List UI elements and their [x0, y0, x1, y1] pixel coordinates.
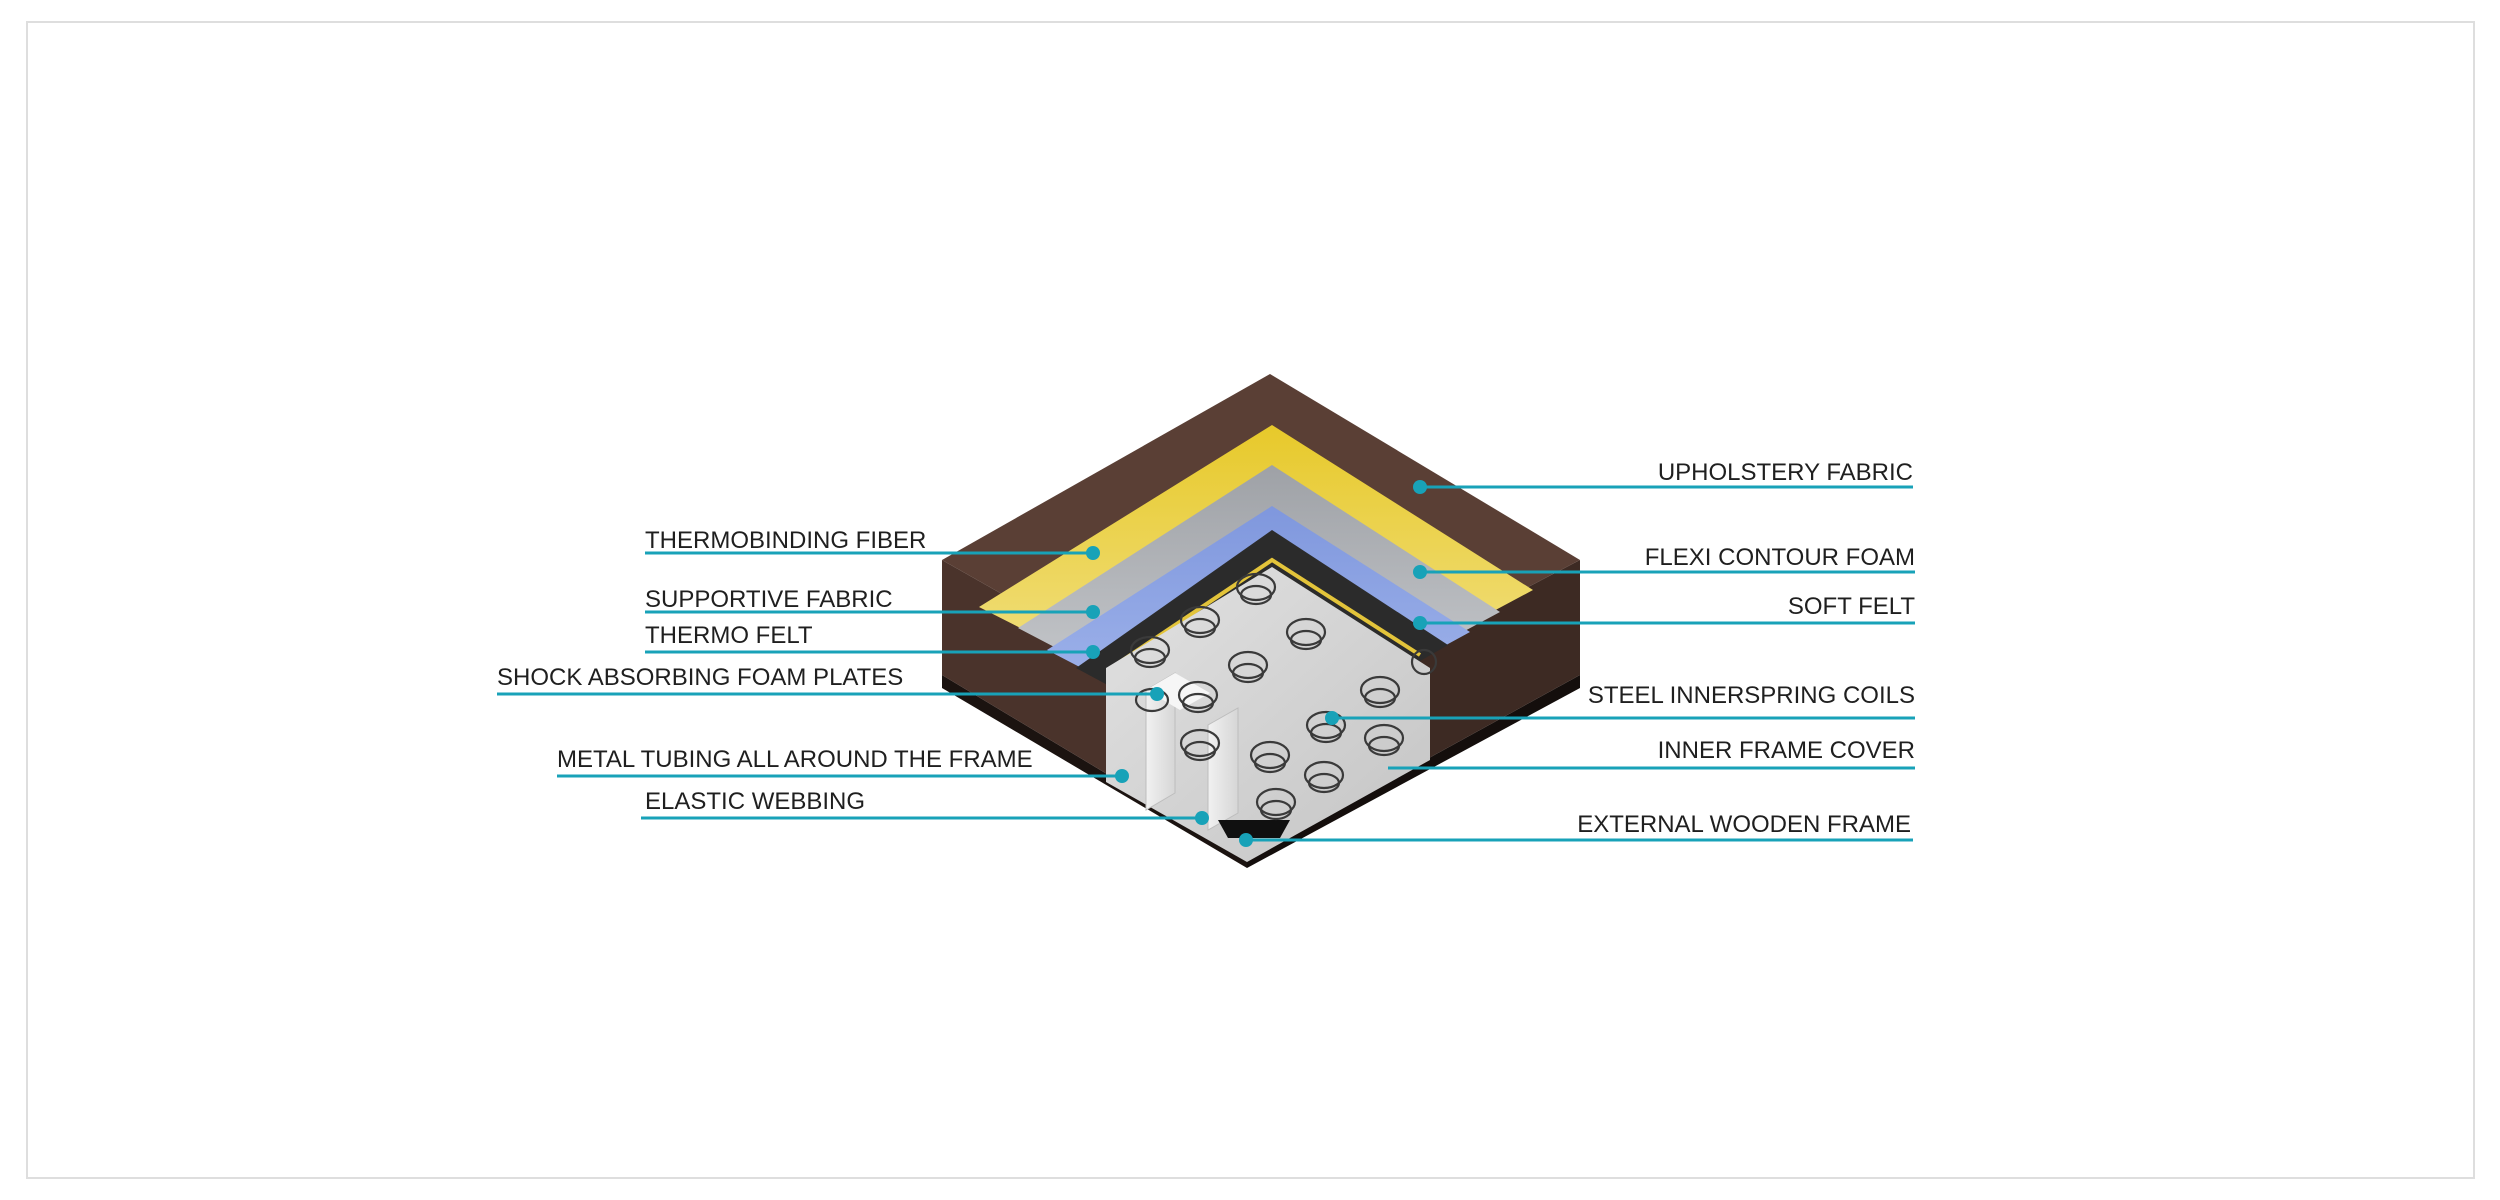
callout-steel-innerspring-coils: STEEL INNERSPRING COILS	[1325, 682, 1915, 725]
marker-steel-innerspring-coils	[1325, 711, 1339, 725]
marker-elastic-webbing	[1195, 811, 1209, 825]
callout-elastic-webbing: ELASTIC WEBBING	[641, 788, 1209, 825]
elastic-webbing-strip	[1218, 820, 1290, 838]
callout-supportive-fabric: SUPPORTIVE FABRIC	[645, 586, 1100, 619]
steel-innerspring-coils	[1129, 572, 1438, 821]
marker-external-wooden-frame	[1239, 833, 1253, 847]
marker-upholstery-fabric	[1413, 480, 1427, 494]
marker-shock-absorbing-foam-plates	[1150, 687, 1164, 701]
labels-left: THERMOBINDING FIBER SUPPORTIVE FABRIC TH…	[497, 527, 1209, 825]
mattress-illustration	[942, 374, 1580, 868]
label-upholstery-fabric: UPHOLSTERY FABRIC	[1658, 459, 1913, 486]
callout-thermobinding-fiber: THERMOBINDING FIBER	[645, 527, 1100, 560]
label-inner-frame-cover: INNER FRAME COVER	[1658, 737, 1915, 764]
label-thermo-felt: THERMO FELT	[645, 622, 813, 649]
label-steel-innerspring-coils: STEEL INNERSPRING COILS	[1588, 682, 1915, 709]
callout-metal-tubing: METAL TUBING ALL AROUND THE FRAME	[557, 746, 1129, 783]
label-thermobinding-fiber: THERMOBINDING FIBER	[645, 527, 926, 554]
marker-metal-tubing	[1115, 769, 1129, 783]
soft-felt-edge	[1106, 557, 1422, 672]
callout-thermo-felt: THERMO FELT	[645, 622, 1100, 659]
external-wooden-frame-left	[942, 675, 1247, 868]
foam-plate-1-top	[1146, 673, 1210, 710]
marker-supportive-fabric	[1086, 605, 1100, 619]
label-external-wooden-frame: EXTERNAL WOODEN FRAME	[1577, 811, 1911, 838]
foam-plate-2	[1207, 707, 1239, 831]
callout-soft-felt: SOFT FELT	[1413, 593, 1915, 630]
marker-soft-felt	[1413, 616, 1427, 630]
external-wooden-frame-right	[1247, 675, 1580, 868]
labels-right: UPHOLSTERY FABRIC FLEXI CONTOUR FOAM SOF…	[1239, 459, 1915, 847]
callout-shock-absorbing-foam-plates: SHOCK ABSORBING FOAM PLATES	[497, 664, 1164, 701]
label-supportive-fabric: SUPPORTIVE FABRIC	[645, 586, 893, 613]
marker-flexi-contour-foam	[1413, 565, 1427, 579]
callout-external-wooden-frame: EXTERNAL WOODEN FRAME	[1239, 811, 1913, 847]
callout-inner-frame-cover: INNER FRAME COVER	[1388, 737, 1915, 770]
callout-upholstery-fabric: UPHOLSTERY FABRIC	[1413, 459, 1913, 494]
callout-flexi-contour-foam: FLEXI CONTOUR FOAM	[1413, 544, 1915, 579]
label-elastic-webbing: ELASTIC WEBBING	[645, 788, 865, 815]
inner-frame-cover	[1106, 567, 1430, 862]
label-soft-felt: SOFT FELT	[1788, 593, 1915, 620]
marker-thermobinding-fiber	[1086, 546, 1100, 560]
label-shock-absorbing-foam-plates: SHOCK ABSORBING FOAM PLATES	[497, 664, 903, 691]
label-metal-tubing: METAL TUBING ALL AROUND THE FRAME	[557, 746, 1033, 773]
marker-thermo-felt	[1086, 645, 1100, 659]
label-flexi-contour-foam: FLEXI CONTOUR FOAM	[1645, 544, 1915, 571]
